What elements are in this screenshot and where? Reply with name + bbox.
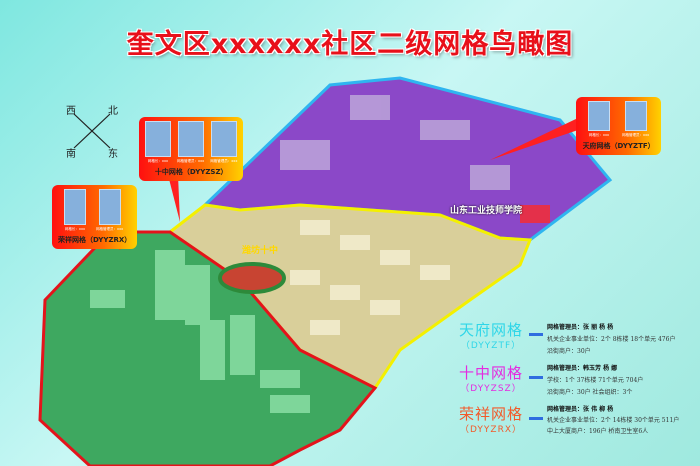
running-track <box>218 262 286 294</box>
callout-tianfu: 网格长：xxx 网格管理员：xxx 天府网格（DYYZTF） <box>576 97 662 155</box>
legend-grid-code: （DYYZSZ） <box>460 384 522 394</box>
map-label-school-tech: 山东工业技师学院 <box>450 206 523 216</box>
callout-pointer-tianfu <box>490 118 578 160</box>
photo-placeholder <box>177 121 204 157</box>
photo-caption: 网格管理员：xxx <box>96 227 124 231</box>
callout-pointer-shizhong <box>168 175 180 222</box>
callout-shizhong: 网格长：xxx 网格管理员：xxx 网格管理员：xxx 十中网格（DYYZSZ） <box>139 117 244 181</box>
legend-line: 学校：1个 37栋楼 71个单元 704户 <box>547 377 644 384</box>
photo-caption: 网格管理员：xxx <box>622 133 650 137</box>
legend-line: 沿街商户：30户 <box>547 348 591 355</box>
compass-arrows-icon <box>73 113 111 149</box>
legend-dash <box>529 417 543 420</box>
legend-line: 网格管理员：韩玉芳 杨 娜 <box>547 365 618 372</box>
legend-line: 沿街商户：30户 社会组织：3个 <box>547 389 633 396</box>
legend-line: 机关企业事业单位：2个 8栋楼 18个单元 476户 <box>547 336 676 343</box>
compass-north: 北 <box>108 106 118 117</box>
legend-line: 网格管理员：张 伟 柳 杨 <box>547 406 614 413</box>
photo-placeholder <box>588 101 610 131</box>
tianfu-buildings <box>280 95 510 190</box>
photo-placeholder <box>624 101 647 131</box>
callout-rongxiang: 网格长：xxx 网格管理员：xxx 荣祥网格（DYYZRX） <box>52 185 138 249</box>
legend-dash <box>529 376 543 379</box>
map-label-school-middle: 潍坊十中 <box>242 246 279 256</box>
legend-grid-name: 十中网格 <box>458 364 523 382</box>
photo-placeholder <box>210 121 237 157</box>
legend-line: 机关企业事业单位：2个 14栋楼 30个单元 511户 <box>547 417 680 424</box>
sports-court <box>520 205 550 223</box>
rongxiang-buildings <box>90 250 310 413</box>
legend-dash <box>529 333 543 336</box>
photo-placeholder <box>145 121 171 157</box>
legend-grid-code: （DYYZTF） <box>460 341 522 351</box>
photo-placeholder <box>64 189 86 225</box>
photo-caption: 网格管理员：xxx <box>177 159 205 163</box>
photo-caption: 网格管理员：xxx <box>210 159 238 163</box>
legend-grid-name: 荣祥网格 <box>458 405 523 423</box>
callout-name: 天府网格（DYYZTF） <box>582 142 655 150</box>
legend-grid-name: 天府网格 <box>458 321 523 339</box>
legend-grid-code: （DYYZRX） <box>459 425 523 435</box>
photo-caption: 网格长：xxx <box>64 227 86 231</box>
photo-caption: 网格长：xxx <box>588 133 610 137</box>
legend-line: 网格管理员：张 丽 杨 杨 <box>547 324 614 331</box>
compass-south: 南 <box>66 149 76 160</box>
callout-name: 荣祥网格（DYYZRX） <box>58 236 132 244</box>
shizhong-buildings <box>290 220 450 335</box>
callout-name: 十中网格（DYYZSZ） <box>154 168 228 176</box>
compass-east: 东 <box>108 149 118 160</box>
legend-line: 中上大厦商户：196户 桥南卫生室6人 <box>547 428 649 435</box>
photo-caption: 网格长：xxx <box>147 159 169 163</box>
compass: 西 北 南 东 <box>66 106 118 160</box>
page-title: 奎文区xxxxxx社区二级网格鸟瞰图 <box>126 29 574 60</box>
photo-placeholder <box>98 189 121 225</box>
compass-west: 西 <box>66 106 76 117</box>
